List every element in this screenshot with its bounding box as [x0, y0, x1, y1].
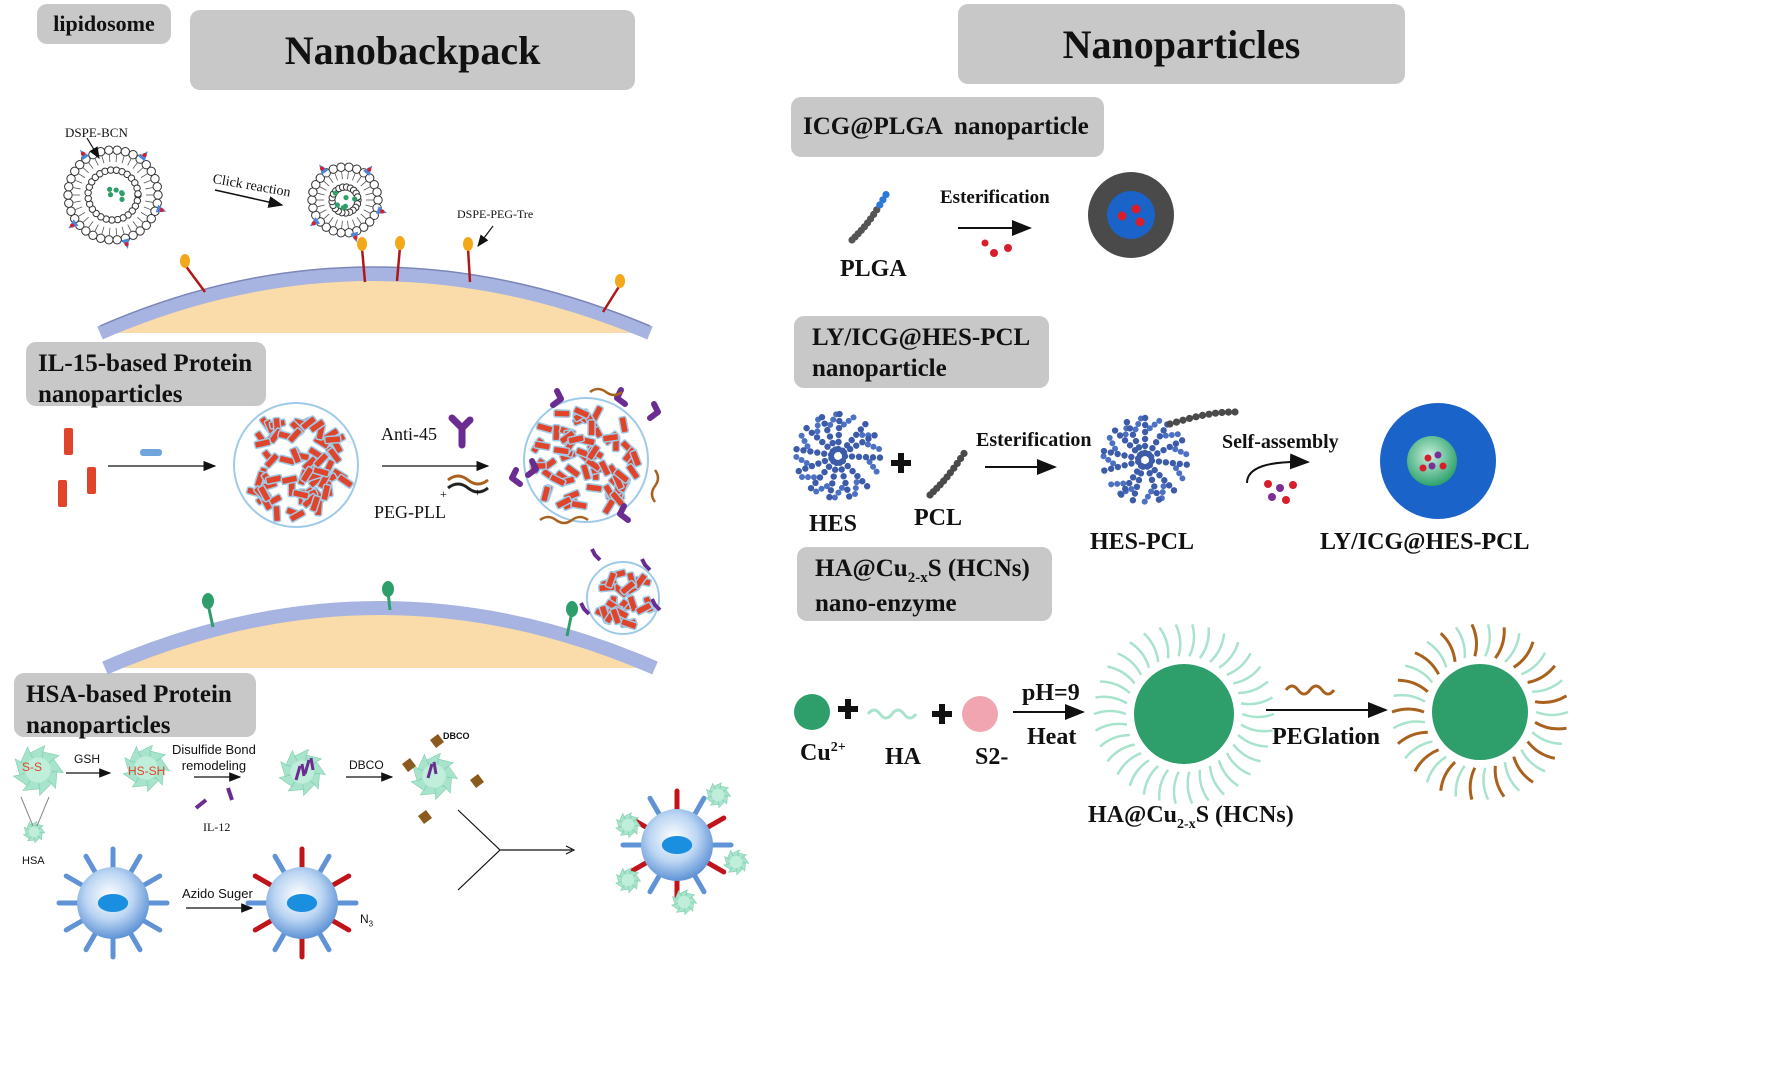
plus-icon-3: [932, 704, 952, 724]
ly-icg-nanoparticle: [1380, 403, 1496, 519]
plga-chain: [848, 190, 890, 244]
svg-text:+: +: [440, 487, 447, 501]
dbco-label: DBCO: [349, 758, 384, 772]
azido-label: Azido Suger: [182, 886, 253, 901]
icg-plga-label-text: ICG@PLGA nanoparticle: [803, 113, 1089, 141]
ly-ester-label: Esterification: [976, 429, 1092, 451]
hsa-small-label: HSA: [22, 855, 45, 867]
ha-cu-b: S (HCNs): [927, 555, 1030, 582]
il15-monomers: [58, 428, 162, 507]
icg-ester-label: Esterification: [940, 187, 1050, 208]
nanobackpack-title: Nanobackpack: [190, 10, 635, 90]
ph-label: pH=9: [1022, 680, 1080, 706]
cu-sphere: [794, 694, 830, 730]
dspe-peg-arrow: [477, 225, 494, 247]
il15-nanoparticle: [233, 402, 359, 528]
plga-label: PLGA: [840, 256, 907, 282]
ha-cu-a: HA@Cu: [815, 555, 908, 582]
nanoparticles-title: Nanoparticles: [958, 4, 1405, 84]
il12-label: IL-12: [203, 820, 231, 834]
n3-label: N3: [360, 912, 373, 928]
il15-cell-receptors: [202, 581, 578, 637]
icg-plga-nanoparticle: [1088, 172, 1174, 258]
peg-chain-icon: [1284, 684, 1336, 696]
ha-cu-label-line1: HA@Cu2-xS (HCNs): [815, 553, 1040, 588]
hes-pcl-polymer: [1100, 408, 1239, 505]
hcn-nanoparticle: [1093, 623, 1275, 805]
t-cells: [56, 782, 750, 960]
merge-lines: [457, 809, 572, 891]
hes-pcl-label: HES-PCL: [1090, 529, 1195, 555]
s2-sphere: [962, 696, 998, 732]
icg-dots: [981, 239, 1012, 257]
nanobackpack-title-text: Nanobackpack: [284, 27, 541, 73]
hsa-lines: [20, 796, 50, 827]
il15-nanoparticle-decorated: [509, 387, 661, 525]
peg-tre-anchors: [180, 236, 625, 313]
hcn-result-label: HA@Cu2-xS (HCNs): [1088, 802, 1294, 833]
click-arrow: [214, 189, 284, 208]
hes-label: HES: [809, 511, 858, 537]
pcl-label: PCL: [914, 505, 962, 531]
hsa-label: HSA-based Protein nanoparticles: [14, 673, 256, 739]
anti45-label: Anti-45: [381, 424, 437, 444]
hsa-clusters: [12, 734, 484, 844]
hes-polymer: [793, 410, 884, 501]
hcn-res-b: S (HCNs): [1195, 802, 1294, 828]
anti45-antibody-icon: [448, 414, 474, 449]
ha-label: HA: [885, 744, 921, 770]
dspe-bcn-arrow: [86, 137, 100, 160]
ly-result-label: LY/ICG@HES-PCL: [1320, 529, 1530, 555]
dbco-small-label: DBCO: [443, 731, 470, 741]
lipidosome-label: lipidosome: [37, 4, 171, 44]
il15-cell: [102, 601, 658, 675]
heat-label: Heat: [1027, 724, 1077, 750]
svg-text:+: +: [474, 485, 481, 499]
icg-plga-label: ICG@PLGA nanoparticle: [791, 97, 1104, 157]
gsh-label: GSH: [74, 752, 101, 766]
s2-label: S2-: [975, 744, 1009, 770]
hssh-label: HS-SH: [128, 764, 166, 778]
pcl-chain: [926, 449, 968, 499]
ha-cu-label: HA@Cu2-xS (HCNs) nano-enzyme: [797, 547, 1052, 621]
il12-icon: [194, 787, 234, 810]
ha-cu-label-line2: nano-enzyme: [815, 589, 957, 617]
liposome-large: [63, 145, 167, 249]
hcn-peg-nanoparticle: [1391, 623, 1569, 801]
ly-dots: [1264, 480, 1297, 504]
ly-icg-label: LY/ICG@HES-PCL nanoparticle: [794, 316, 1049, 388]
dspe-peg-tre-label: DSPE-PEG-Tre: [457, 207, 534, 221]
il15-label: IL-15-based Protein nanoparticles: [26, 342, 266, 408]
dspe-bcn-label: DSPE-BCN: [65, 125, 128, 140]
nanoparticles-title-text: Nanoparticles: [1062, 21, 1301, 67]
plus-icon-2: [838, 699, 858, 719]
hcn-res-a: HA@Cu: [1088, 802, 1178, 828]
peglation-label: PEGlation: [1272, 724, 1381, 750]
hcn-res-sub: 2-x: [1177, 816, 1196, 832]
liposome-small: [307, 162, 388, 243]
lipidosome-cell: [97, 266, 653, 340]
plus-icon: [891, 453, 911, 473]
n3-text: N: [360, 912, 369, 926]
cu-text: Cu: [800, 740, 831, 766]
ha-chain-icon: [866, 708, 918, 720]
disulfide-label: Disulfide Bond remodeling: [172, 742, 256, 773]
lipidosome-label-text: lipidosome: [53, 11, 155, 37]
ha-cu-sub: 2-x: [907, 570, 928, 586]
self-assembly-label: Self-assembly: [1222, 431, 1339, 453]
cu-sup: 2+: [830, 740, 846, 755]
peg-pll-label: PEG-PLL: [374, 502, 446, 522]
self-assembly-arrow: [1246, 453, 1310, 484]
n3-sub: 3: [368, 919, 374, 929]
ss-label: S-S: [22, 760, 43, 774]
il15-nanoparticle-attached: [579, 548, 662, 635]
peg-pll-icon: ++: [440, 474, 489, 501]
cu-label: Cu2+: [800, 740, 846, 767]
